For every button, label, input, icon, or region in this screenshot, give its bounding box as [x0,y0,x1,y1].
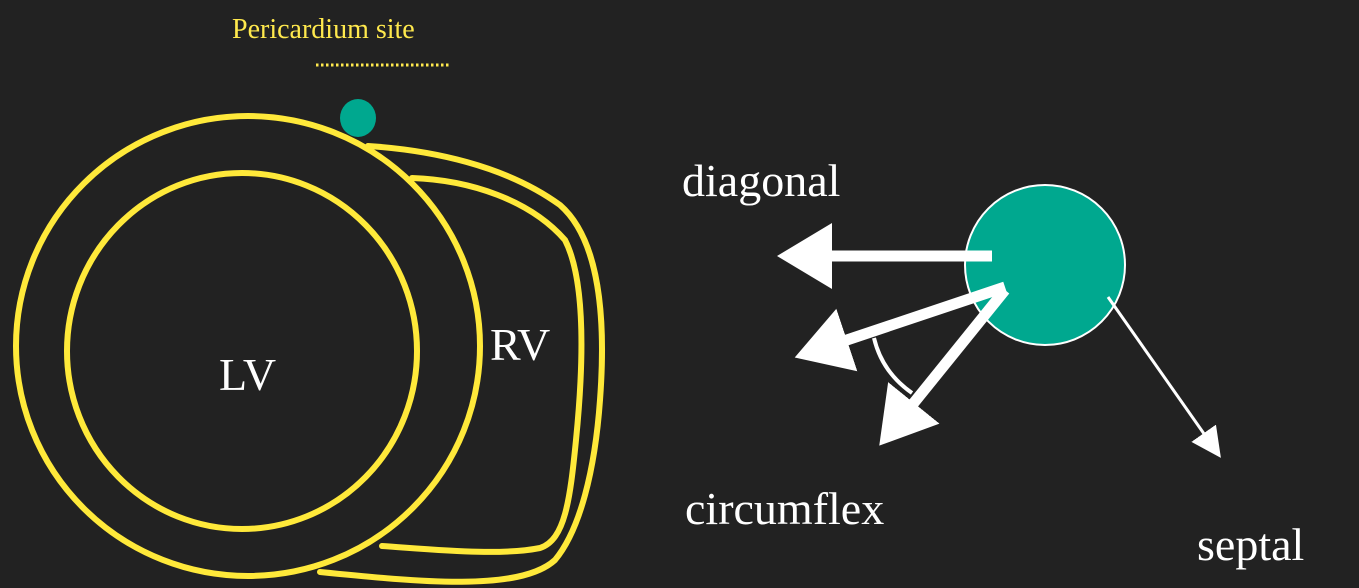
septal-arrow [1108,297,1214,448]
catheter-tip-circle [965,185,1125,345]
lv-label: LV [219,352,276,398]
lv-outer-wall [16,116,480,576]
circumflex-angle-arc [874,338,912,393]
diagonal-label: diagonal [682,158,840,204]
pericardium-site-marker [340,99,376,137]
circumflex-label: circumflex [685,486,884,532]
pericardium-site-label: Pericardium site [232,16,415,44]
rv-outer-wall [320,146,602,582]
rv-label: RV [490,322,550,368]
septal-label: septal [1197,522,1304,568]
